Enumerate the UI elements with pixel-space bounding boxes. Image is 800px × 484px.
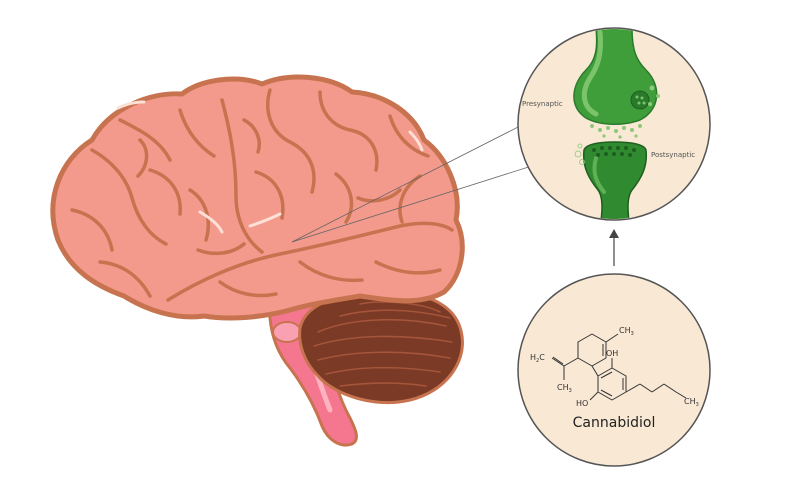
pons: [272, 321, 302, 343]
postsynaptic-highlight: [592, 156, 606, 194]
atom-ch3-top: CH3: [619, 326, 634, 337]
atom-h2c: H2C: [530, 353, 545, 364]
zoom-connector: [291, 123, 539, 243]
free-molecules: [574, 143, 585, 165]
postsynaptic-label: Postsynaptic: [651, 151, 695, 159]
brain-highlights: [116, 100, 424, 234]
synapse-zoom: Presynaptic Postsynaptic: [517, 27, 711, 221]
brain: [50, 74, 465, 447]
neurotransmitters: [590, 85, 660, 139]
presynaptic-label: Presynaptic: [522, 100, 563, 108]
presynaptic-highlight: [581, 29, 603, 117]
atom-ch3-left: CH3: [557, 383, 572, 394]
atom-ch3-right: CH3: [684, 397, 699, 408]
receptors: [592, 146, 636, 157]
atom-oh: OH: [606, 349, 618, 358]
vesicle-contents: [635, 95, 646, 105]
cbd-structure: [551, 333, 687, 401]
arrow-up: [609, 229, 619, 266]
molecule-circle: [517, 273, 711, 467]
molecule-zoom: CH3 H2C CH3 OH HO CH3 Cannabidiol: [517, 273, 711, 467]
postsynaptic-terminal: [582, 141, 648, 219]
vesicle: [630, 90, 650, 110]
brain-sulci: [70, 88, 454, 302]
atom-ho: HO: [576, 399, 588, 408]
cerebrum: [50, 74, 465, 321]
molecule-name: Cannabidiol: [573, 415, 656, 431]
